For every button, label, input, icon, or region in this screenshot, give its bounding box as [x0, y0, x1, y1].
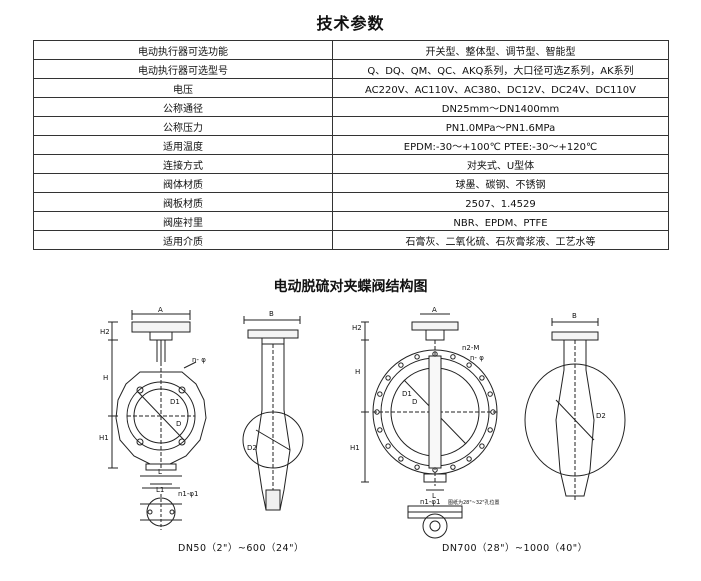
spec-row: 适用介质石膏灰、二氧化硫、石灰膏浆液、工艺水等 [33, 230, 669, 250]
dim-h2-label: H2 [100, 328, 110, 336]
spec-key: 连接方式 [33, 154, 333, 174]
bolt-hole [377, 427, 383, 433]
bolt-hole [450, 464, 456, 470]
bolt-hole [374, 409, 380, 415]
bolt-hole [414, 464, 420, 470]
spec-key: 电动执行器可选功能 [33, 40, 333, 60]
dim-h1-label: H1 [99, 434, 109, 442]
spec-value: NBR、EPDM、PTFE [332, 211, 669, 231]
dim-h-label: H [103, 374, 108, 382]
hole-spec-label: n- φ [192, 356, 206, 364]
spec-key: 阀座衬里 [33, 211, 333, 231]
spec-value: EPDM:-30～+100℃ PTEE:-30～+120℃ [332, 135, 669, 155]
large-side-dim-d2-label: D2 [596, 412, 606, 420]
bolt-hole [490, 409, 496, 415]
spec-key: 阀板材质 [33, 192, 333, 212]
bolt-hole [479, 375, 485, 381]
spec-value: 对夹式、U型体 [332, 154, 669, 174]
dim-l1-label: L1 [156, 486, 164, 494]
small-valve-labels: A H2 H H1 D1 D L L1 n- φ n1-φ1 [99, 306, 206, 498]
spec-key: 电动执行器可选型号 [33, 59, 333, 79]
large-side-dim-b-label: B [572, 312, 577, 320]
dim-d-label: D [176, 420, 181, 428]
spec-row: 阀体材质球墨、碳钢、不锈钢 [33, 173, 669, 193]
hole-spec-n1-label: n1-φ1 [178, 490, 199, 498]
large-dim-d-label: D [412, 398, 417, 406]
spec-key: 公称压力 [33, 116, 333, 136]
bolt-hole [466, 456, 472, 462]
dim-a-label: A [158, 306, 163, 314]
large-dim-l-label: L [432, 492, 436, 500]
spec-value: 球墨、碳钢、不锈钢 [332, 173, 669, 193]
page-title: 技术参数 [316, 14, 385, 33]
spec-key: 适用温度 [33, 135, 333, 155]
structure-drawing: A H2 H H1 D1 D L L1 n- φ n1-φ1 B D2 [99, 306, 626, 539]
large-dim-h-label: H [355, 368, 360, 376]
spec-key: 电压 [33, 78, 333, 98]
spec-key: 阀体材质 [33, 173, 333, 193]
bolt-hole [385, 443, 391, 449]
bolt-hole [487, 391, 493, 397]
bolt-hole [466, 362, 472, 368]
large-hole-spec-nphi: n- φ [470, 354, 484, 362]
bolt-note: 图纸为28"~32"孔位置 [448, 499, 500, 506]
spec-key: 适用介质 [33, 230, 333, 250]
spec-value: 开关型、整体型、调节型、智能型 [332, 40, 669, 60]
bolt-hole [414, 354, 420, 360]
side-dim-d2-label: D2 [247, 444, 257, 452]
bolt-hole [450, 354, 456, 360]
spec-value: 2507、1.4529 [332, 192, 669, 212]
side-dim-b-label: B [269, 310, 274, 318]
small-valve-front-view [108, 310, 207, 530]
caption-large-range: DN700（28"）~1000（40"） [442, 543, 588, 554]
spec-value: AC220V、AC110V、AC380、DC12V、DC24V、DC110V [332, 78, 669, 98]
spec-value: PN1.0MPa～PN1.6MPa [332, 116, 669, 136]
caption-small-range: DN50（2"）~600（24"） [178, 543, 304, 554]
small-valve-side-view [242, 316, 304, 511]
large-dim-h1-label: H1 [350, 444, 360, 452]
large-dim-d1-label: D1 [402, 390, 412, 398]
spec-row: 连接方式对夹式、U型体 [33, 154, 669, 174]
large-dim-n1phi1-label: n1-φ1 [420, 498, 441, 506]
diagram-title: 电动脱硫对夹蝶阀结构图 [273, 279, 428, 295]
spec-value: 石膏灰、二氧化硫、石灰膏浆液、工艺水等 [332, 230, 669, 250]
spec-key: 公称通径 [33, 97, 333, 117]
bolt-hole [432, 467, 438, 473]
bolt-hole [398, 362, 404, 368]
bolt-hole [377, 391, 383, 397]
bolt-hole [385, 375, 391, 381]
large-dim-h2-label: H2 [352, 324, 362, 332]
large-valve-side-view [524, 318, 626, 500]
dim-d1-label: D1 [170, 398, 180, 406]
bolt-hole [432, 351, 438, 357]
spec-value: DN25mm～DN1400mm [332, 97, 669, 117]
dim-l-label: L [158, 468, 162, 476]
large-valve-front-view [361, 313, 498, 539]
large-dim-a-label: A [432, 306, 437, 314]
bolt-hole [398, 456, 404, 462]
bolt-hole [479, 443, 485, 449]
spec-value: Q、DQ、QM、QC、AKQ系列，大口径可选Z系列，AK系列 [332, 59, 669, 79]
spec-row: 电动执行器可选功能开关型、整体型、调节型、智能型 [33, 40, 669, 60]
bolt-hole [487, 427, 493, 433]
large-hole-spec-n2m: n2-M [462, 344, 479, 352]
